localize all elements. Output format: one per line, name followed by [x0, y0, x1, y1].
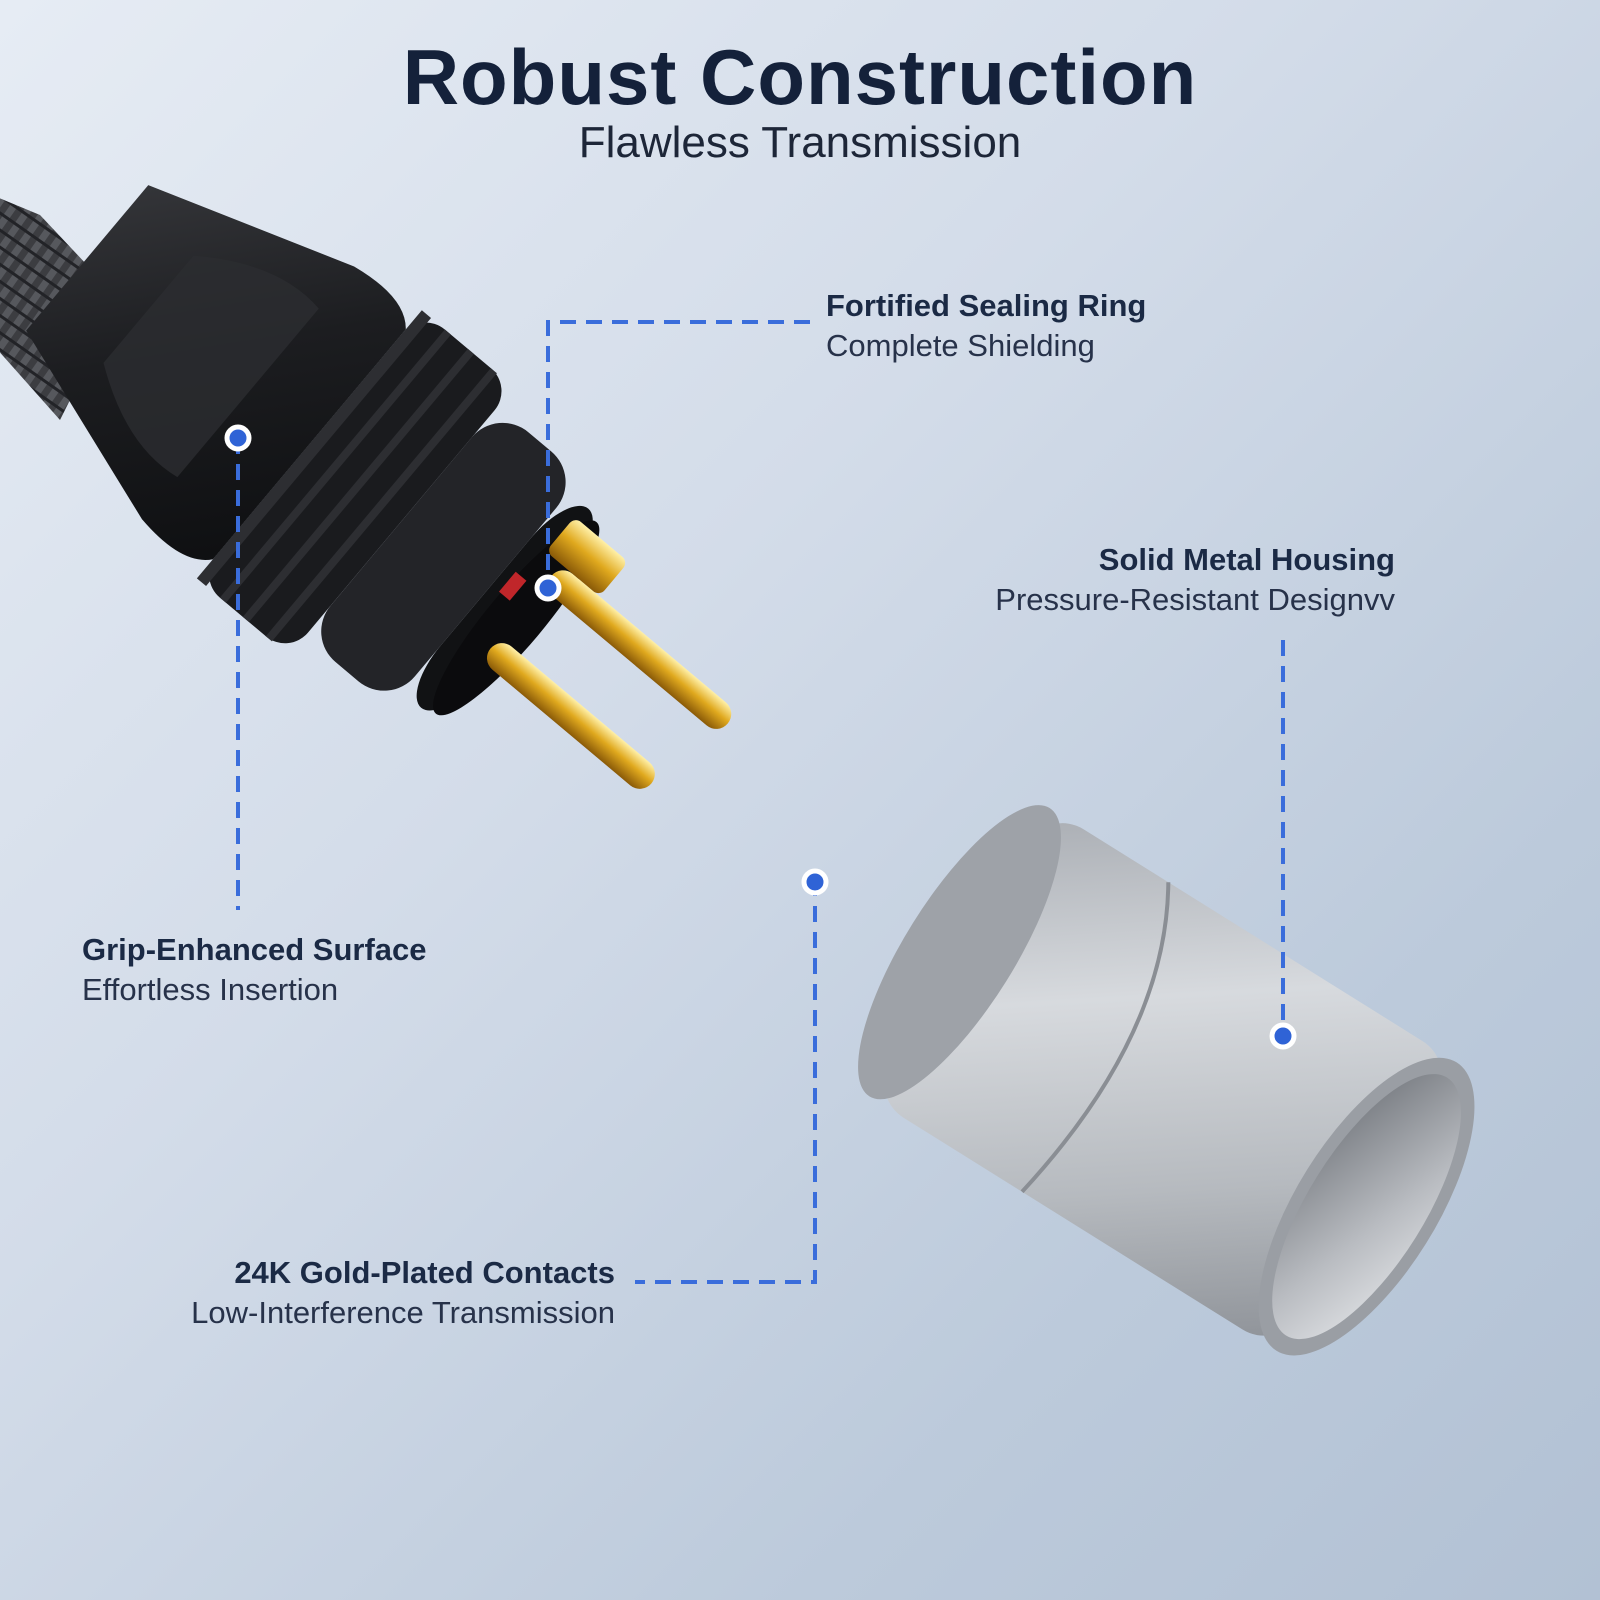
callout-metal-housing: Solid Metal Housing Pressure-Resistant D…	[995, 540, 1395, 620]
page-title: Robust Construction	[402, 33, 1198, 121]
callout-heading: Fortified Sealing Ring	[826, 288, 1147, 323]
callout-heading: 24K Gold-Plated Contacts	[234, 1255, 615, 1290]
callout-sealing-ring: Fortified Sealing Ring Complete Shieldin…	[826, 286, 1146, 366]
callout-dot-icon	[534, 574, 562, 602]
callout-dots	[224, 424, 1297, 1050]
sealing-leader-line	[546, 320, 810, 585]
callout-heading: Grip-Enhanced Surface	[82, 932, 427, 967]
callout-dot-icon	[801, 868, 829, 896]
callout-subtext: Complete Shielding	[826, 328, 1095, 363]
page-subtitle: Flawless Transmission	[578, 118, 1022, 167]
black-connector	[26, 185, 732, 789]
callout-dot-icon	[1269, 1022, 1297, 1050]
callout-subtext: Pressure-Resistant Designvv	[995, 582, 1395, 617]
callout-heading: Solid Metal Housing	[1098, 542, 1395, 577]
callout-dot-icon	[224, 424, 252, 452]
leader-lines	[236, 320, 1285, 1284]
callout-subtext: Effortless Insertion	[82, 972, 339, 1007]
callout-subtext: Low-Interference Transmission	[191, 1295, 615, 1330]
contacts-leader-line	[635, 880, 817, 1284]
callout-gold-contacts: 24K Gold-Plated Contacts Low-Interferenc…	[191, 1253, 615, 1333]
silver-housing	[858, 805, 1475, 1356]
callout-grip-surface: Grip-Enhanced Surface Effortless Inserti…	[82, 930, 427, 1010]
